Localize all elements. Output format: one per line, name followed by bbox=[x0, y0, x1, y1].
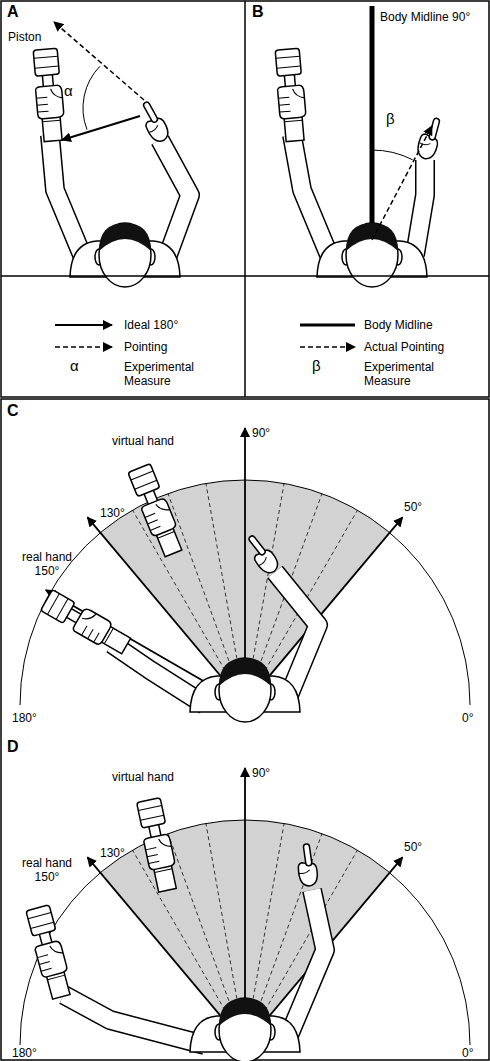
arm bbox=[112, 644, 205, 705]
arm bbox=[160, 140, 190, 255]
legend-symbol: α bbox=[70, 359, 79, 373]
head bbox=[342, 223, 402, 287]
part-label: virtual hand bbox=[112, 434, 174, 448]
angle-arc bbox=[83, 66, 100, 129]
angle-label: 180° bbox=[12, 711, 37, 725]
legend-entry: Experimental Measure bbox=[364, 360, 444, 388]
piston-hand bbox=[274, 48, 308, 142]
body-midline bbox=[370, 6, 375, 225]
angle-arrows bbox=[46, 428, 403, 705]
part-label: virtual hand bbox=[112, 770, 174, 784]
arm bbox=[285, 890, 325, 1045]
virtual-hand bbox=[127, 463, 186, 558]
angle-label: 130° bbox=[100, 846, 125, 860]
frame bbox=[1, 399, 489, 1060]
piston-hand bbox=[32, 48, 66, 142]
arm bbox=[112, 644, 205, 705]
panel-letter: B bbox=[252, 5, 264, 19]
real-hand bbox=[25, 905, 74, 1001]
legend-text: Body Midline bbox=[364, 318, 433, 332]
legend-line bbox=[300, 346, 355, 348]
panel-letter: A bbox=[7, 5, 19, 19]
legend-line bbox=[55, 346, 112, 348]
arm bbox=[415, 160, 425, 255]
angle-label: 180° bbox=[12, 1046, 37, 1060]
divider bbox=[244, 1, 246, 397]
table-edge bbox=[1, 275, 489, 277]
panel-c-figure bbox=[20, 428, 470, 722]
arm bbox=[415, 160, 425, 255]
head bbox=[95, 223, 155, 287]
arm bbox=[285, 890, 325, 1045]
angle-label: 90° bbox=[252, 766, 270, 780]
arm bbox=[64, 995, 205, 1045]
head bbox=[215, 998, 275, 1061]
panel-letter: D bbox=[7, 740, 19, 754]
pointing-hand bbox=[135, 99, 171, 145]
frame bbox=[1, 1, 489, 397]
axis-label: Body Midline 90° bbox=[380, 10, 470, 24]
legend-entry: Ideal 180° bbox=[124, 318, 178, 332]
angle-label: 0° bbox=[462, 711, 473, 725]
part-label: real hand 150° bbox=[16, 550, 78, 578]
angle-label: 0° bbox=[462, 1046, 473, 1060]
part-label: real hand 150° bbox=[16, 856, 78, 884]
angle-label: 50° bbox=[404, 840, 422, 854]
arm bbox=[50, 135, 82, 255]
angle-label: 130° bbox=[100, 506, 125, 520]
ideal-arrow bbox=[62, 116, 140, 140]
panel-d-figure bbox=[20, 768, 470, 1061]
panel-letter: C bbox=[7, 404, 19, 418]
part-label: Piston bbox=[8, 30, 41, 44]
legend-text: Experimental Measure bbox=[124, 360, 204, 388]
legend-entry: Body Midline bbox=[364, 318, 433, 332]
angle-arc bbox=[372, 150, 413, 160]
arm bbox=[64, 995, 205, 1045]
pointing-hand bbox=[295, 843, 319, 887]
legend-text: Pointing bbox=[124, 340, 167, 354]
legend-text: Ideal 180° bbox=[124, 318, 178, 332]
angle-symbol: α bbox=[64, 84, 73, 98]
arm bbox=[292, 135, 329, 255]
arm bbox=[292, 135, 329, 255]
legend-text: Actual Pointing bbox=[364, 340, 444, 354]
arm bbox=[50, 135, 82, 255]
arm bbox=[160, 140, 190, 255]
legend-entry: Actual Pointing bbox=[364, 340, 444, 354]
legend-text: Experimental Measure bbox=[364, 360, 444, 388]
legend-samples bbox=[55, 325, 355, 347]
pointing-hand bbox=[415, 116, 444, 161]
angle-symbol: β bbox=[386, 112, 395, 126]
panel-a-figure bbox=[32, 22, 190, 287]
legend-line bbox=[55, 324, 112, 326]
pointing-hand bbox=[241, 532, 281, 576]
angle-label: 50° bbox=[404, 500, 422, 514]
legend-entry: Experimental Measure bbox=[124, 360, 204, 388]
virtual-hand bbox=[136, 798, 181, 893]
panel-b-figure bbox=[274, 6, 444, 287]
legend-line bbox=[300, 324, 355, 327]
legend-entry: Pointing bbox=[124, 340, 167, 354]
legend-symbol: β bbox=[312, 359, 321, 373]
pointing-arrow bbox=[372, 126, 432, 240]
head bbox=[215, 658, 275, 722]
pointing-arrow bbox=[54, 22, 144, 100]
angle-label: 90° bbox=[252, 426, 270, 440]
real-hand bbox=[40, 589, 133, 658]
